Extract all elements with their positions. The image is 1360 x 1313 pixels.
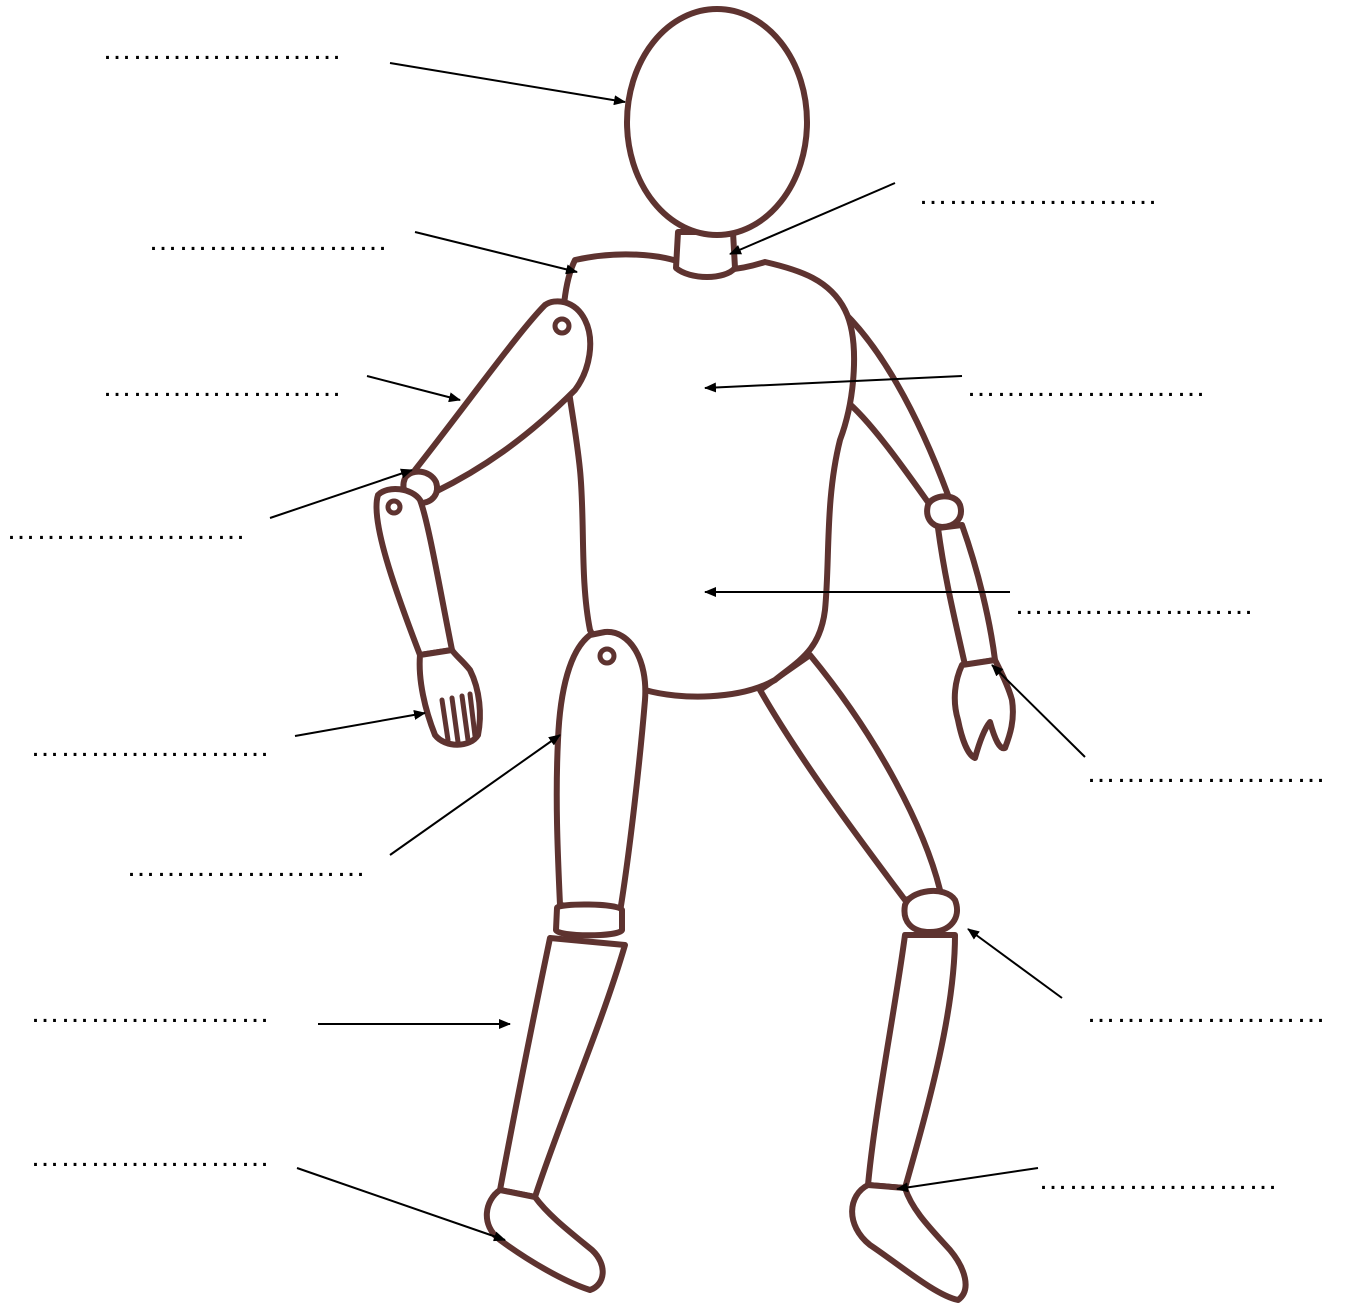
- left-shin: [500, 938, 625, 1197]
- label-blank-upper-arm[interactable]: ……………………: [102, 372, 342, 402]
- right-shin: [868, 935, 955, 1188]
- arrow-hand-left: [295, 713, 425, 736]
- arrow-thigh: [390, 735, 560, 855]
- right-foot: [852, 1185, 965, 1300]
- right-thigh: [760, 655, 940, 900]
- right-hand: [955, 660, 1013, 758]
- arrow-upper-arm: [367, 376, 460, 400]
- arrow-head: [390, 63, 625, 102]
- neck: [676, 232, 735, 277]
- label-blank-neck[interactable]: ……………………: [918, 180, 1158, 210]
- left-forearm: [376, 489, 452, 655]
- label-blank-hand-right[interactable]: ……………………: [1086, 758, 1326, 788]
- label-blank-chest[interactable]: ……………………: [966, 372, 1206, 402]
- left-upper-arm: [415, 301, 590, 492]
- label-blank-thigh[interactable]: ……………………: [126, 852, 366, 882]
- arrow-shoulder: [415, 232, 577, 272]
- arrow-knee: [968, 929, 1062, 998]
- label-blank-hand-left[interactable]: ……………………: [30, 732, 270, 762]
- label-blank-shin[interactable]: ……………………: [30, 998, 270, 1028]
- label-blank-knee[interactable]: ……………………: [1086, 998, 1326, 1028]
- head-shape: [627, 9, 807, 235]
- label-blank-ankle[interactable]: ……………………: [1038, 1165, 1278, 1195]
- left-thigh: [557, 632, 646, 912]
- left-knee-joint: [556, 904, 622, 935]
- label-blank-foot[interactable]: ……………………: [30, 1142, 270, 1172]
- label-blank-stomach[interactable]: ……………………: [1014, 590, 1254, 620]
- right-elbow-joint: [927, 496, 961, 527]
- label-blank-elbow[interactable]: ……………………: [6, 515, 246, 545]
- label-blank-head[interactable]: ……………………: [102, 35, 342, 65]
- right-knee-joint: [904, 891, 957, 932]
- arrow-foot: [297, 1168, 505, 1240]
- label-blank-shoulder[interactable]: ……………………: [148, 226, 388, 256]
- right-forearm: [938, 525, 995, 665]
- arrow-ankle: [897, 1168, 1038, 1189]
